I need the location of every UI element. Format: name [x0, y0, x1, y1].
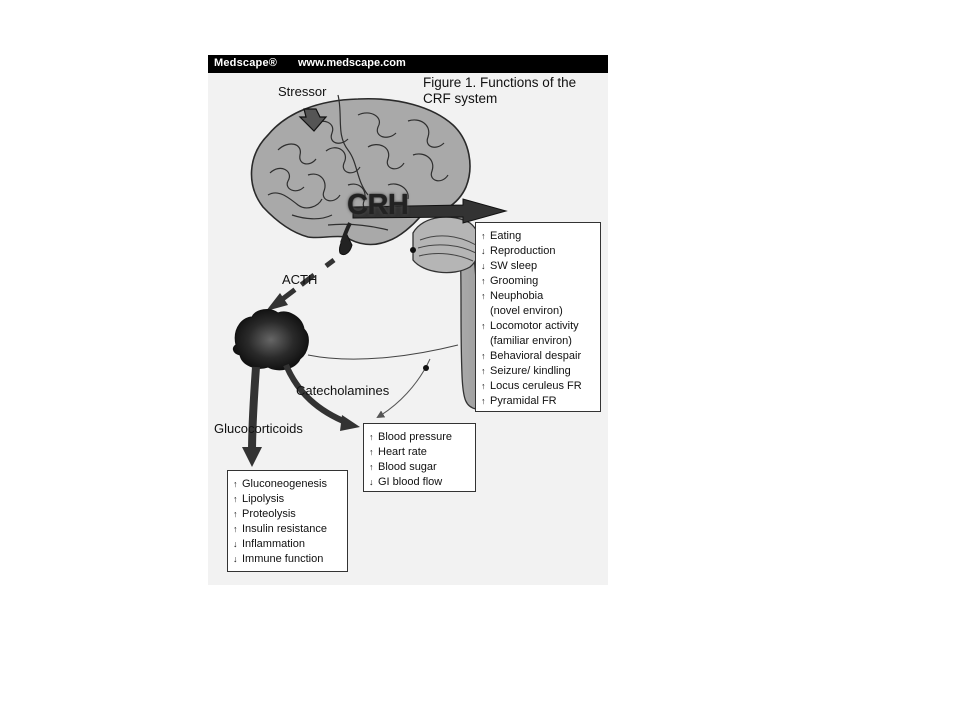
effect-item: ↑ Seizure/ kindling	[481, 364, 600, 379]
effect-item: (novel environ)	[481, 304, 600, 319]
glucocorticoids-arrow	[242, 366, 262, 467]
effect-label: Locomotor activity	[490, 320, 579, 332]
effect-label: Neuphobia	[490, 290, 544, 302]
catecholamines-label: Catecholamines	[296, 383, 390, 398]
figure-title-line-1: Figure 1. Functions of the	[423, 75, 577, 90]
effect-item: ↑ Heart rate	[369, 445, 475, 460]
brand-label: Medscape®	[214, 57, 278, 69]
arrow-up-icon: ↑	[481, 321, 486, 331]
crh-arrow	[352, 198, 508, 224]
effect-label: SW sleep	[490, 260, 538, 272]
crh-down-arrow	[340, 222, 352, 244]
arrow-up-icon: ↑	[369, 432, 374, 442]
header-bar: Medscape® www.medscape.com	[208, 55, 608, 73]
arrow-up-icon: ↑	[481, 291, 486, 301]
crh-label: CRH	[347, 189, 409, 221]
arrow-up-icon: ↑	[481, 276, 486, 286]
effect-label: GI blood flow	[378, 476, 443, 488]
effect-label: Gluconeogenesis	[242, 478, 328, 490]
arrow-up-icon: ↑	[369, 447, 374, 457]
effect-item: ↑ Gluconeogenesis	[233, 477, 347, 492]
arrow-up-icon: ↑	[481, 381, 486, 391]
catecholamine-effects-box: ↑ Blood pressure ↑ Heart rate ↑ Blood sugar ↓ G…	[363, 423, 476, 492]
arrow-down-icon: ↓	[233, 554, 238, 564]
arrow-up-icon: ↑	[233, 494, 238, 504]
stressor-label: Stressor	[278, 84, 327, 99]
arrow-up-icon: ↑	[233, 479, 238, 489]
effect-label: Proteolysis	[242, 508, 296, 520]
effect-label: (familiar environ)	[490, 335, 572, 347]
acth-label: ACTH	[282, 272, 318, 287]
effect-item: ↓ GI blood flow	[369, 475, 475, 490]
crf-figure: Medscape® www.medscape.com Figure 1. Fun…	[208, 55, 608, 585]
effect-label: Reproduction	[490, 245, 556, 257]
glucocorticoids-label: Glucocorticoids	[214, 421, 303, 436]
diagram-artwork	[232, 94, 508, 467]
figure-title-line-2: CRF system	[423, 91, 498, 106]
arrow-down-icon: ↓	[481, 261, 486, 271]
stressor-arrow	[298, 108, 328, 132]
effect-item: ↑ Blood sugar	[369, 460, 475, 475]
effect-label: Grooming	[490, 275, 539, 287]
effect-label: (novel environ)	[490, 305, 563, 317]
effect-item: ↑ Locus ceruleus FR	[481, 379, 600, 394]
effect-item: ↑ Blood pressure	[369, 430, 475, 445]
effect-item: ↑ Eating	[481, 229, 600, 244]
effect-label: Immune function	[242, 553, 324, 565]
brain-effects-box: ↑ Eating ↓ Reproduction ↓ SW sleep ↑ Grooming ↑ N…	[475, 222, 601, 412]
effect-label: Inflammation	[242, 538, 305, 550]
arrow-down-icon: ↓	[369, 477, 374, 487]
effect-label: Behavioral despair	[490, 350, 582, 362]
arrow-down-icon: ↓	[233, 539, 238, 549]
effect-item: (familiar environ)	[481, 334, 600, 349]
effect-label: Blood pressure	[378, 431, 452, 443]
effect-label: Pyramidal FR	[490, 395, 557, 407]
effect-item: ↑ Neuphobia	[481, 289, 600, 304]
acth-arrow	[266, 258, 336, 311]
catecholamines-arrow	[283, 363, 360, 431]
glucocorticoid-effects-box: ↑ Gluconeogenesis ↑ Lipolysis ↑ Proteolysis ↑ I…	[227, 470, 348, 572]
arrow-up-icon: ↑	[481, 351, 486, 361]
effect-item: ↑ Locomotor activity	[481, 319, 600, 334]
arrow-down-icon: ↓	[481, 246, 486, 256]
cerebellum	[412, 216, 481, 274]
sympathetic-nerve	[307, 247, 459, 419]
effect-item: ↑ Proteolysis	[233, 507, 347, 522]
effect-item: ↓ Immune function	[233, 552, 347, 567]
effect-item: ↑ Lipolysis	[233, 492, 347, 507]
effect-label: Heart rate	[378, 446, 427, 458]
arrow-up-icon: ↑	[369, 462, 374, 472]
effect-item: ↓ Reproduction	[481, 244, 600, 259]
effect-item: ↑ Grooming	[481, 274, 600, 289]
effect-label: Lipolysis	[242, 493, 285, 505]
arrow-up-icon: ↑	[481, 366, 486, 376]
effect-label: Blood sugar	[378, 461, 437, 473]
arrow-up-icon: ↑	[233, 524, 238, 534]
arrow-up-icon: ↑	[481, 396, 486, 406]
arrow-up-icon: ↑	[233, 509, 238, 519]
effect-item: ↑ Pyramidal FR	[481, 394, 600, 409]
effect-item: ↓ Inflammation	[233, 537, 347, 552]
effect-item: ↓ SW sleep	[481, 259, 600, 274]
adrenal-gland	[232, 309, 309, 371]
effect-label: Insulin resistance	[242, 523, 327, 535]
effect-item: ↑ Insulin resistance	[233, 522, 347, 537]
effect-label: Locus ceruleus FR	[490, 380, 582, 392]
effect-label: Eating	[490, 230, 522, 242]
site-url: www.medscape.com	[298, 57, 406, 69]
effect-label: Seizure/ kindling	[490, 365, 571, 377]
effect-item: ↑ Behavioral despair	[481, 349, 600, 364]
arrow-up-icon: ↑	[481, 231, 486, 241]
